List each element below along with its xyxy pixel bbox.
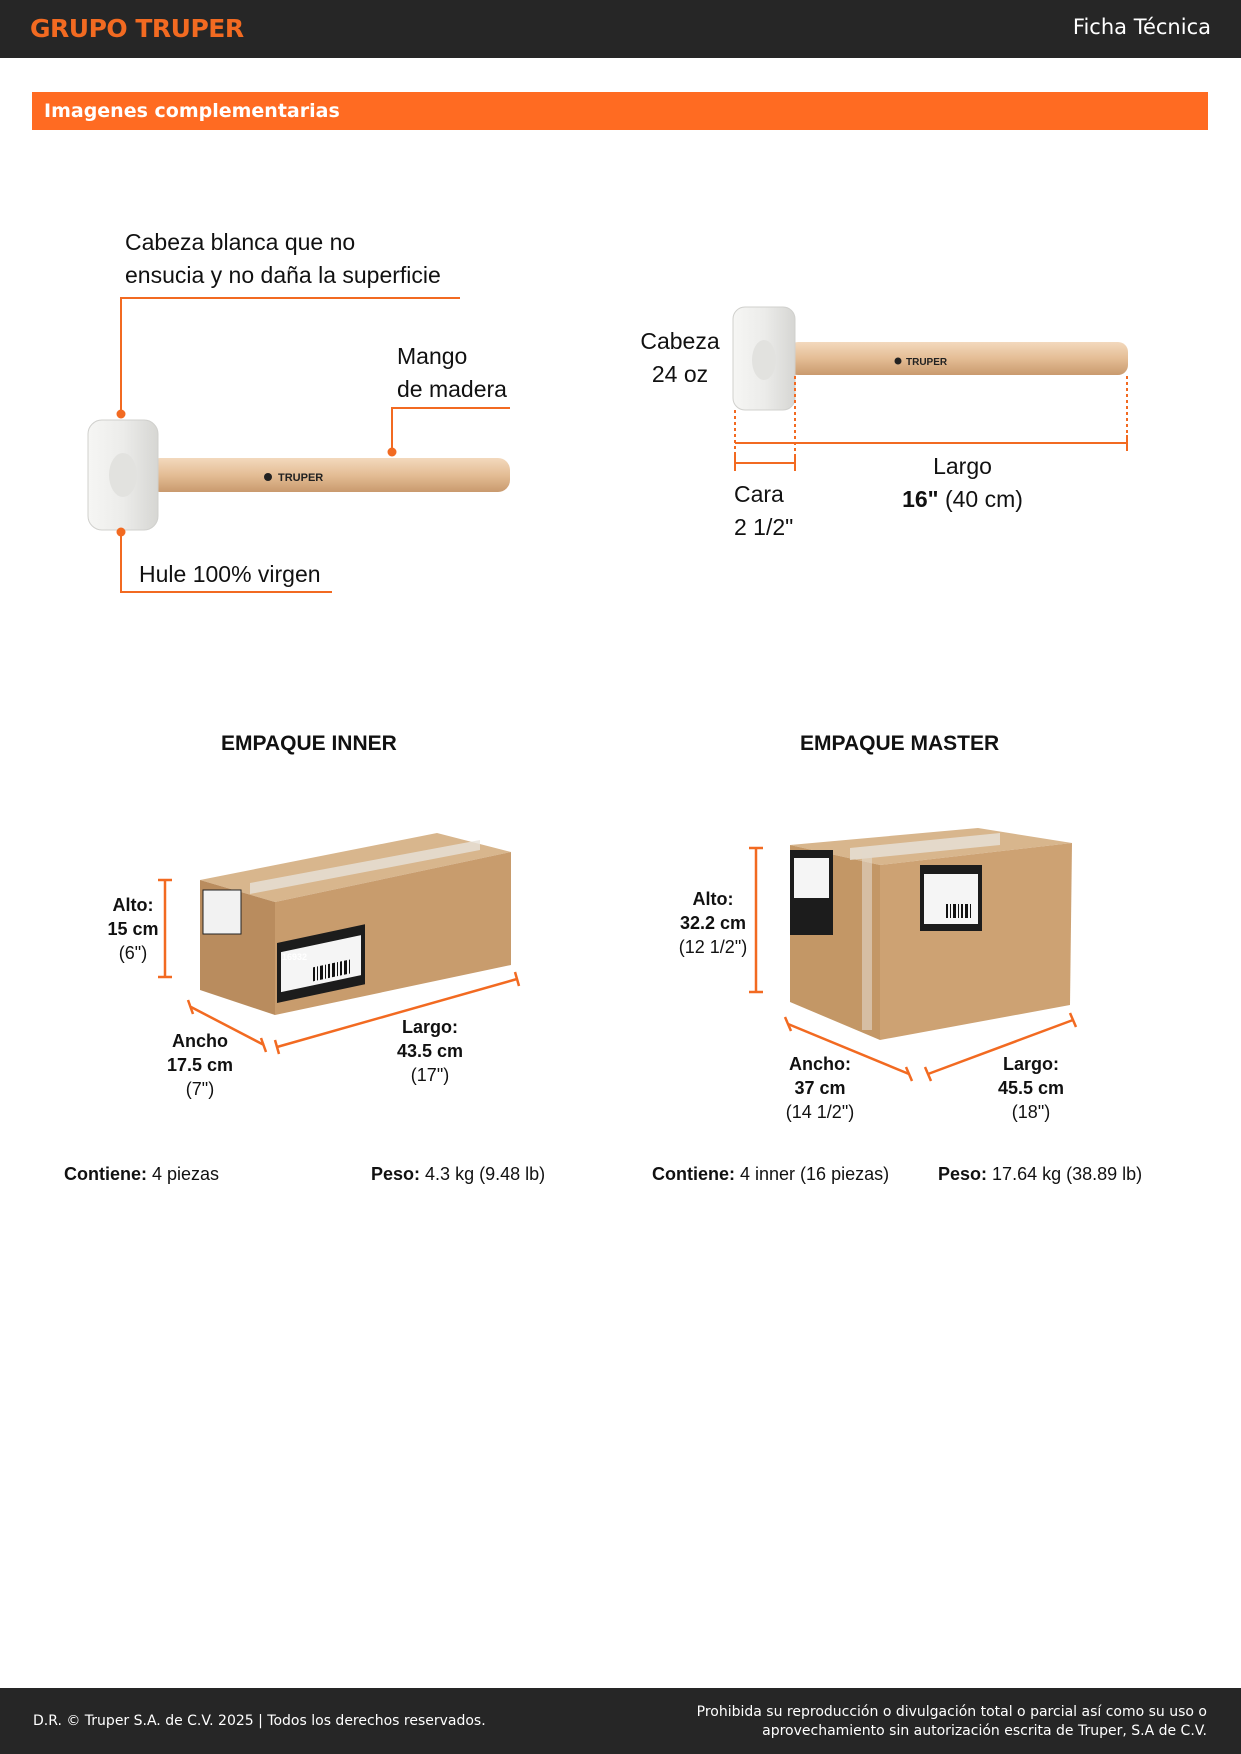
inner-weight: Peso: 4.3 kg (9.48 lb) — [371, 1164, 546, 1184]
box-shipping-label — [277, 924, 365, 1003]
hammer-handle — [148, 458, 510, 492]
feature-head-line1: Cabeza blanca que no — [125, 229, 356, 255]
hammer-head-embossing — [752, 340, 776, 380]
feature-leader-lines — [120, 297, 510, 593]
master-weight: Peso: 17.64 kg (38.89 lb) — [938, 1164, 1143, 1184]
legal-notice: Prohibida su reproducción o divulgación … — [697, 1703, 1207, 1741]
length-value: 16" — [902, 486, 939, 512]
hammer-features-illustration: TRUPER — [87, 419, 510, 531]
box-tape-vertical — [862, 850, 872, 1030]
handle-brand-mark: TRUPER — [906, 357, 948, 368]
handle-brand-mark: TRUPER — [278, 472, 323, 484]
head-weight-label: Cabeza — [640, 328, 720, 354]
box-side-label — [202, 889, 242, 935]
feature-handle-callout: Mango de madera — [397, 340, 507, 406]
inner-contents: Contiene: 4 piezas — [64, 1164, 220, 1184]
head-weight-value: 24 oz — [651, 361, 709, 387]
inner-box-illustration: 16932 — [200, 833, 511, 1015]
face-size-label: Cara — [734, 481, 784, 507]
face-size-value: 2 1/2" — [734, 514, 794, 540]
master-package-title: EMPAQUE MASTER — [800, 732, 1000, 755]
head-weight-callout: Cabeza 24 oz — [640, 325, 720, 391]
feature-head-callout: Cabeza blanca que no ensucia y no daña l… — [125, 226, 441, 292]
master-contents: Contiene: 4 inner (16 piezas) — [652, 1164, 890, 1184]
section-title: Imagenes complementarias — [44, 100, 340, 122]
feature-rubber-callout: Hule 100% virgen — [139, 561, 321, 587]
inner-length-label: Largo: 43.5 cm (17") — [396, 1017, 464, 1085]
inner-width-label: Ancho 17.5 cm (7") — [166, 1031, 234, 1099]
master-box-illustration — [790, 828, 1072, 1040]
feature-handle-line1: Mango — [397, 343, 468, 369]
box-side-label-panel — [794, 858, 829, 898]
copyright-text: D.R. © Truper S.A. de C.V. 2025 | Todos … — [33, 1713, 486, 1729]
footer-bar: D.R. © Truper S.A. de C.V. 2025 | Todos … — [0, 1688, 1241, 1754]
hammer-dimension-lines — [734, 376, 1128, 471]
header-bar: GRUPO TRUPER Ficha Técnica — [0, 0, 1241, 58]
feature-leader-dots — [116, 409, 397, 537]
master-length-label: Largo: 45.5 cm (18") — [997, 1054, 1065, 1122]
feature-handle-line2: de madera — [397, 376, 507, 402]
inner-dimension-lines — [158, 878, 521, 1055]
inner-height-label: Alto: 15 cm (6") — [107, 895, 159, 963]
length-metric: (40 cm) — [944, 486, 1023, 512]
truper-logo-icon — [264, 473, 272, 481]
hammer-handle — [788, 342, 1128, 375]
box-tape — [250, 840, 480, 894]
box-code: 16932 — [282, 952, 307, 962]
face-size-callout: Cara 2 1/2" — [734, 478, 793, 544]
hammer-head-embossing — [109, 453, 137, 497]
inner-package-title: EMPAQUE INNER — [221, 732, 397, 755]
truper-logo-icon — [894, 357, 902, 365]
length-label: Largo — [933, 453, 992, 479]
hammer-dimensions-illustration: TRUPER — [732, 306, 1128, 411]
feature-head-line2: ensucia y no daña la superficie — [125, 262, 441, 288]
section-header: Imagenes complementarias — [32, 92, 1208, 130]
document-title: Ficha Técnica — [1072, 15, 1211, 39]
length-value-line: 16" (40 cm) — [890, 483, 1035, 516]
master-dimension-lines — [749, 846, 1078, 1082]
box-barcode — [946, 904, 971, 918]
brand-logo: GRUPO TRUPER — [30, 14, 244, 43]
box-tape — [850, 833, 1000, 860]
length-callout: Largo 16" (40 cm) — [890, 450, 1035, 516]
master-height-label: Alto: 32.2 cm (12 1/2") — [678, 889, 748, 957]
legal-notice-line1: Prohibida su reproducción o divulgación … — [696, 1704, 1207, 1720]
legal-notice-line2: aprovechamiento sin autorización escrita… — [762, 1723, 1207, 1739]
master-width-label: Ancho: 37 cm (14 1/2") — [785, 1054, 855, 1122]
